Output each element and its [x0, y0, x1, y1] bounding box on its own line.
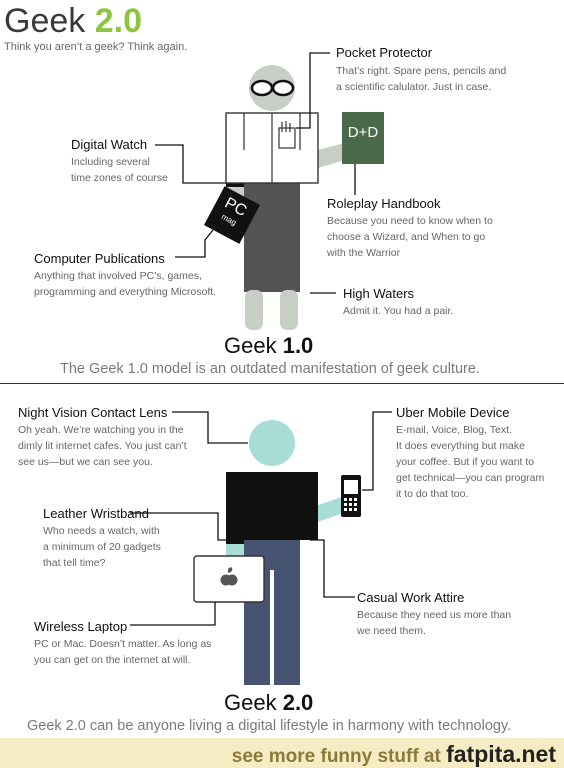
label-roleplay-handbook: Roleplay Handbook Because you need to kn… — [327, 196, 493, 261]
label-heading: Uber Mobile Device — [396, 405, 510, 420]
model-version: 1.0 — [282, 333, 314, 358]
label-heading: Pocket Protector — [336, 45, 433, 60]
desc-line: Because you need to know when to — [327, 215, 493, 227]
desc-line: E-mail, Voice, Blog, Text. — [396, 424, 512, 436]
label-description: Because you need to know when to choose … — [327, 213, 493, 261]
footer-text: see more funny stuff at — [231, 746, 447, 767]
footer-link[interactable]: see more funny stuff at fatpita.net — [232, 741, 556, 768]
geek1-dnd-book — [342, 112, 384, 164]
model-version: 2.0 — [282, 690, 314, 715]
apple-logo-icon — [220, 567, 238, 586]
desc-line: Anything that involved PC’s, games, — [34, 270, 202, 282]
label-uber-mobile-device: Uber Mobile Device E-mail, Voice, Blog, … — [396, 405, 544, 502]
label-heading: Casual Work Attire — [357, 590, 465, 605]
desc-line: it to do that too. — [396, 488, 469, 500]
desc-line: choose a Wizard, and When to go — [327, 231, 486, 243]
label-description: E-mail, Voice, Blog, Text. It does every… — [396, 422, 544, 502]
desc-line: Who needs a watch, with — [43, 525, 160, 537]
geek2-figure — [193, 420, 361, 685]
geek1-right-foot — [280, 290, 298, 330]
label-description: Including several time zones of course — [71, 154, 168, 186]
desc-line: see us—but we can see you. — [18, 456, 153, 468]
title-word: Geek — [4, 2, 95, 40]
geek1-model-name: Geek 1.0 — [224, 333, 313, 359]
footer-site: fatpita.net — [446, 741, 556, 767]
model-prefix: Geek — [224, 690, 283, 715]
label-night-vision-contact-lens: Night Vision Contact Lens Oh yeah. We’re… — [18, 405, 187, 470]
desc-line: your coffee. But if you want to — [396, 456, 535, 468]
desc-line: PC or Mac. Doesn’t matter. As long as — [34, 638, 212, 650]
label-heading: Leather Wristband — [43, 506, 149, 521]
label-digital-watch: Digital Watch Including several time zon… — [71, 137, 168, 186]
geek2-model-name: Geek 2.0 — [224, 690, 313, 716]
desc-line: It does everything but make — [396, 440, 525, 452]
desc-line: Oh yeah. We’re watching you in the — [18, 424, 184, 436]
title-version: 2.0 — [94, 2, 142, 40]
desc-line: we need them. — [357, 625, 426, 637]
label-heading: Night Vision Contact Lens — [18, 405, 168, 420]
geek1-pc-mag — [204, 186, 260, 244]
label-heading: Wireless Laptop — [34, 619, 128, 634]
desc-line: Admit it. You had a pair. — [343, 305, 454, 317]
geek1-glasses-left — [250, 79, 274, 97]
footer-banner — [0, 738, 564, 768]
label-description: Admit it. You had a pair. — [343, 303, 453, 319]
desc-line: a scientific calulator. Just in case. — [336, 81, 492, 93]
geek1-watch — [226, 181, 244, 187]
label-heading: Digital Watch — [71, 137, 148, 152]
desc-line: a minimum of 20 gadgets — [43, 541, 161, 553]
dnd-book-label: D+D — [347, 124, 379, 141]
desc-line: time zones of course — [71, 172, 168, 184]
label-casual-work-attire: Casual Work Attire Because they need us … — [357, 590, 511, 639]
desc-line: with the Warrior — [327, 247, 401, 259]
label-computer-publications: Computer Publications Anything that invo… — [34, 251, 216, 300]
desc-line: Including several — [71, 156, 150, 168]
geek1-caption: The Geek 1.0 model is an outdated manife… — [60, 361, 480, 377]
geek1-left-foot — [245, 290, 263, 330]
geek1-pocket-protector — [278, 127, 296, 149]
label-heading: High Waters — [343, 286, 415, 301]
label-description: Who needs a watch, with a minimum of 20 … — [43, 523, 161, 571]
desc-line: you can get on the internet at will. — [34, 654, 191, 666]
geek1-figure — [204, 65, 384, 330]
label-heading: Roleplay Handbook — [327, 196, 441, 211]
page-title: Geek 2.0 — [4, 2, 142, 40]
geek2-head — [249, 420, 295, 466]
desc-line: that tell time? — [43, 557, 106, 569]
page-subtitle: Think you aren’t a geek? Think again. — [4, 41, 188, 53]
label-pocket-protector: Pocket Protector That’s right. Spare pen… — [336, 45, 506, 95]
desc-line: Because they need us more than — [357, 609, 512, 621]
geek1-glasses-right — [271, 79, 295, 97]
section-divider — [0, 383, 564, 384]
label-description: Because they need us more than we need t… — [357, 607, 511, 639]
geek1-leader-lines — [155, 52, 356, 294]
desc-line: get technical—you can program — [396, 472, 545, 484]
desc-line: programming and everything Microsoft. — [34, 286, 217, 298]
geek2-caption: Geek 2.0 can be anyone living a digital … — [27, 718, 512, 734]
label-heading: Computer Publications — [34, 251, 165, 266]
geek1-legs — [244, 182, 300, 292]
model-prefix: Geek — [224, 333, 283, 358]
label-high-waters: High Waters Admit it. You had a pair. — [343, 286, 453, 319]
desc-line: That’s right. Spare pens, pencils and — [336, 65, 507, 77]
label-leather-wristband: Leather Wristband Who needs a watch, wit… — [43, 506, 161, 571]
label-description: Oh yeah. We’re watching you in the dimly… — [18, 422, 187, 470]
label-description: That’s right. Spare pens, pencils and a … — [336, 63, 506, 95]
desc-line: dimly lit internet cafes. You just can’t — [18, 440, 187, 452]
geek2-shirt — [226, 472, 318, 540]
label-description: Anything that involved PC’s, games, prog… — [34, 268, 216, 300]
label-wireless-laptop: Wireless Laptop PC or Mac. Doesn’t matte… — [34, 619, 211, 668]
label-description: PC or Mac. Doesn’t matter. As long as yo… — [34, 636, 211, 668]
geek2-leader-lines — [130, 411, 392, 626]
